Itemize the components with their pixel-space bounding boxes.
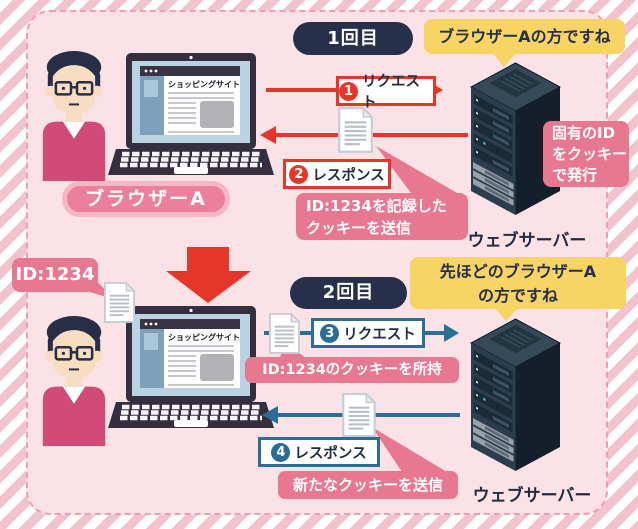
response2-label: レスポンス (294, 445, 367, 462)
server-greeting2-bubble: 先ほどのブラウザーA の方ですね (410, 257, 626, 309)
server1-label: ウェブサーバー (467, 231, 587, 251)
request1-label: リクエスト (362, 74, 420, 111)
step2-number-icon: 2 (289, 164, 309, 184)
issue-cookie-bubble: 固有のID をクッキー で発行 (543, 121, 629, 187)
laptop-illustration-top: ショッピングサイト (108, 53, 274, 175)
cookie-document-icon-response1 (338, 106, 374, 153)
cookie-document-icon-response2 (342, 392, 377, 437)
user-illustration-bottom (42, 316, 106, 446)
web-server-illustration-bottom (469, 318, 562, 471)
request2-step-box: 3 リクエスト (311, 318, 425, 348)
step3-number-icon: 3 (320, 323, 340, 343)
new-cookie-bubble: 新たなクッキーを送信 (278, 471, 458, 499)
response1-step-box: 2 レスポンス (283, 159, 391, 189)
server2-label: ウェブサーバー (472, 486, 592, 506)
browser-window: ショッピングサイト (140, 66, 240, 135)
round1-badge: 1回目 (293, 22, 413, 55)
cookie-held-bubble: ID:1234のクッキーを所持 (245, 357, 459, 383)
step4-number-icon: 4 (271, 442, 291, 462)
laptop-illustration-bottom: ショッピングサイト (108, 306, 274, 428)
keyboard (120, 151, 262, 168)
step1-number-icon: 1 (339, 81, 358, 101)
cookie-document-icon-stored (103, 281, 136, 323)
site-title: ショッピングサイト (168, 79, 240, 89)
request2-label: リクエスト (343, 326, 416, 343)
cookie-document-icon-request2 (268, 312, 301, 354)
browser-window: ショッピングサイト (140, 319, 240, 388)
round2-badge: 2回目 (290, 277, 407, 309)
request1-step-box: 1 リクエスト (336, 74, 436, 111)
user-illustration-top (42, 51, 106, 181)
response2-step-box: 4 レスポンス (258, 437, 380, 467)
keyboard (120, 404, 262, 421)
cookie-id-bubble: ID:1234 (12, 258, 98, 292)
browser-a-pill: ブラウザーA (62, 181, 230, 217)
cookie-sent-bubble: ID:1234を記録した クッキーを送信 (296, 193, 468, 240)
site-title: ショッピングサイト (168, 332, 240, 342)
server-greeting1-bubble: ブラウザーAの方ですね (424, 19, 625, 54)
response1-label: レスポンス (312, 167, 385, 184)
